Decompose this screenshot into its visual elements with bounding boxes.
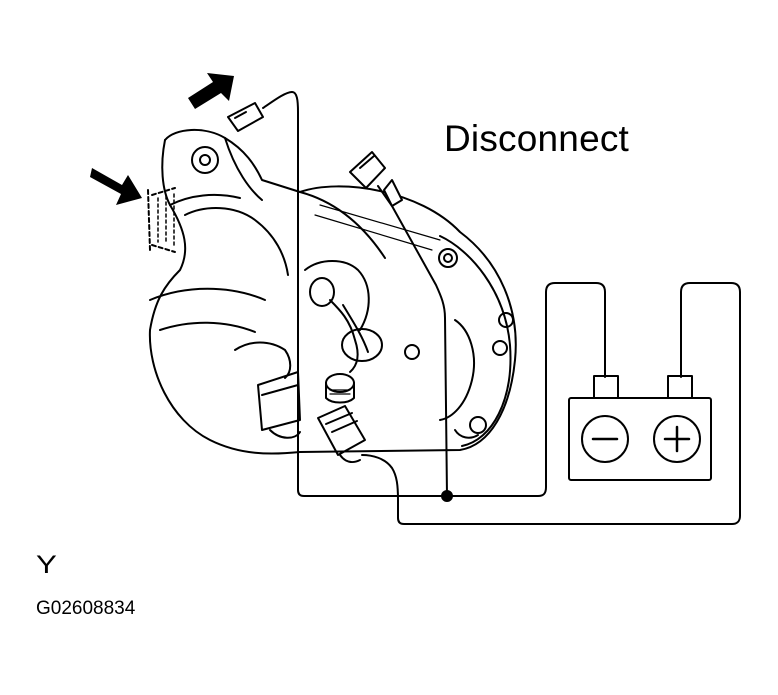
arrow-pinion-icon: [90, 168, 142, 205]
negative-terminal-icon: [581, 415, 629, 463]
arrow-lead-icon: [188, 73, 234, 109]
test-wiring: [227, 91, 741, 525]
figure-code-label: G02608834: [36, 598, 136, 619]
positive-terminal-icon: [653, 415, 701, 463]
view-mark-label: Y: [36, 551, 57, 579]
battery: [568, 375, 712, 481]
starter-motor: [147, 128, 517, 464]
disconnect-label: Disconnect: [444, 118, 630, 159]
